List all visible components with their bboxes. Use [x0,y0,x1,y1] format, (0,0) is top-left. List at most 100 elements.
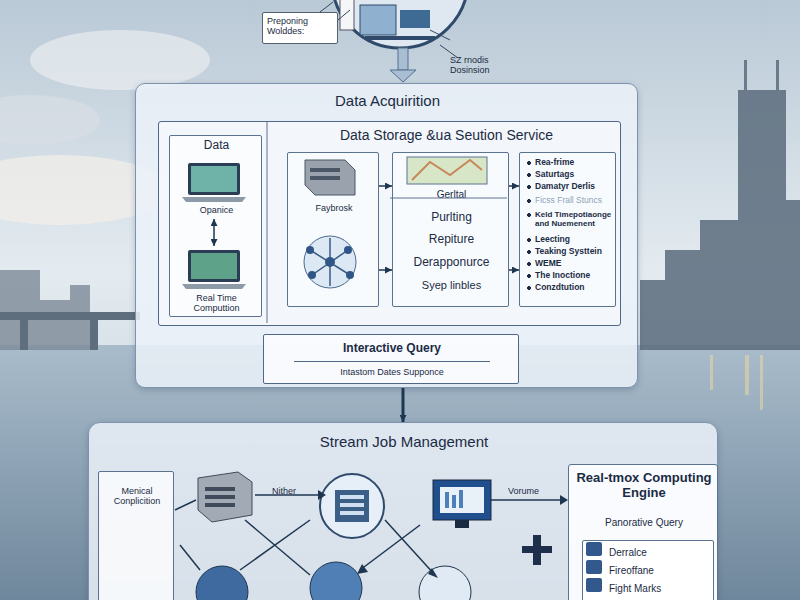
arrow-head [428,568,438,578]
map-icon [412,160,482,180]
laptop-icon [188,163,240,195]
item-icon [586,542,602,556]
laptop-icon [191,166,237,192]
flow-line [240,520,310,570]
node-text: The Inoctione [526,271,614,281]
data-box: DataOpaniceReal Time Computtion [169,135,262,317]
node-text: Keld Timepotiaonge and Nuemenent [526,210,614,228]
node-text: Intastom Dates Supponce [264,367,520,377]
flow-arrow [390,48,416,82]
leader-line [430,30,450,40]
bottom-circle-icon [310,562,362,600]
laptop-icon [182,284,246,289]
bottom-network-icon [320,474,384,538]
node-text: Damatyr Derlis [526,182,614,192]
laptop-node: Opanice [175,161,258,219]
node-text: Leecting [526,235,614,245]
separator-line [267,122,507,323]
flow-line [385,520,435,575]
top-illustration-circle [365,36,435,40]
monitor-icon [445,492,449,508]
flow-line [490,499,560,501]
node-text: Syep linbles [393,279,510,292]
node-text: Fireoffane [609,565,713,577]
separator-line [294,361,490,362]
map-icon [407,157,487,184]
item-icon [586,578,602,592]
server-icon [305,160,355,195]
bottom-network-icon [340,495,364,499]
bottom-server-icon [198,472,252,522]
service-box: Data Storage &ua Seution ServiceDataOpan… [158,121,621,326]
leader-line [320,2,458,58]
network-icon [325,257,335,267]
bottom-network-icon [340,511,364,515]
node-title: Gerltal [393,189,510,201]
bottom-server-icon [205,487,235,491]
flow-connector [213,219,215,246]
top-illustration-circle [400,10,430,28]
plus-symbol [522,535,552,565]
storage-box: Faybrosk [287,152,379,307]
monitor-icon [452,495,456,508]
annotation-label: SZ rnodis Dosinsion [450,55,506,76]
bottom-circle-icon [419,566,471,600]
process-box: Menical Conplicition [98,471,174,600]
arrow-head [318,490,568,578]
node-text: WEME [526,259,614,269]
network-icon [308,271,316,279]
node-text: Teaking Systtein [526,247,614,257]
section-panel: Stream Job ManagementMenical Conplicitio… [88,422,718,600]
item-icon [586,560,602,574]
laptop-icon [182,197,246,202]
monitor-icon [459,490,463,508]
arrow-head [357,564,368,574]
network-icon [344,246,352,254]
flow-arrow [390,70,416,82]
flow-line [180,545,200,570]
node-text: Saturtags [526,170,614,180]
network-icon [310,238,350,286]
flow-connector [509,185,519,187]
laptop-icon [188,250,240,282]
node-text: Panorative Query [569,517,719,529]
bottom-network-icon [335,490,369,522]
monitor-icon [433,480,491,528]
arrow-head [560,495,568,505]
top-illustration-circle [340,0,354,30]
node-title: Menical Conplicition [101,486,173,507]
process-box: GerltalPurltingRepitureDerapponurceSyep … [392,152,509,307]
flow-connector [379,269,392,271]
node-title: Data Storage &ua Seution Service [274,127,619,143]
top-illustration-circle [360,5,396,35]
node-text: Repiture [393,233,510,247]
bottom-server-icon [205,495,235,499]
leader-line [320,2,333,12]
node-title: Preponing Wolddes: [267,16,335,37]
server-icon [310,176,340,180]
node-title: Data Acquirition [136,92,639,109]
node-title: Data [170,139,263,153]
item-box: DerralceFireoffaneFight Marks [582,540,714,600]
engine-box: Real-tmox Computing EnginePanorative Que… [568,464,718,600]
laptop-icon [182,163,246,289]
bottom-server-icon [205,503,235,507]
monitor-icon [440,487,484,513]
bottom-circle-icon [196,566,248,600]
note-box: Preponing Wolddes: [262,12,338,44]
annotation-label: Nither [272,486,322,496]
list-box: Rea-frimeSaturtagsDamatyr DerlisFicss Fr… [519,152,616,307]
flow-connector [379,185,392,187]
flow-line [360,525,420,570]
annotation-label: Vorume [508,486,563,496]
bottom-network-icon [320,474,384,538]
flow-connector [402,388,405,422]
network-icon [304,236,356,288]
node-text: Fight Marks [609,583,713,595]
network-icon [304,236,356,288]
monitor-icon [445,490,463,508]
